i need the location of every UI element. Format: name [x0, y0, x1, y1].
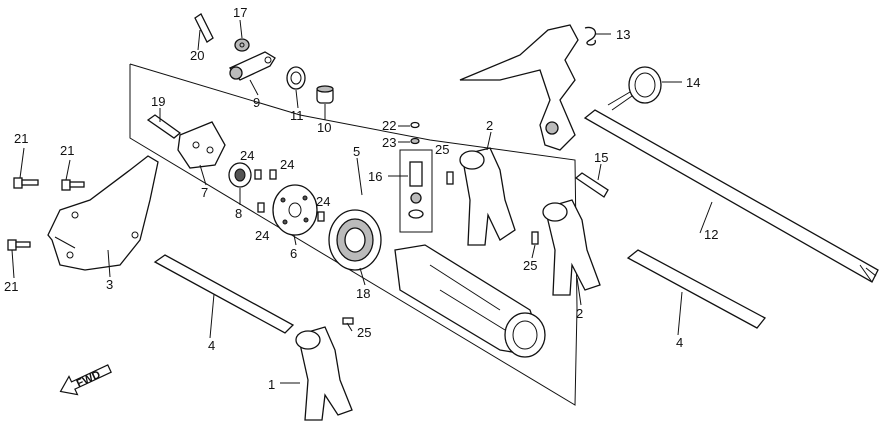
shift-fork-1 [295, 326, 353, 421]
bolt-21b [61, 179, 85, 191]
label-10: 10 [317, 120, 331, 135]
label-24d: 24 [316, 194, 330, 209]
label-21a: 21 [14, 131, 28, 146]
label-24b: 24 [280, 157, 294, 172]
pin-25b [531, 231, 539, 245]
pin-24d [317, 211, 325, 222]
label-21b: 21 [60, 143, 74, 158]
label-24c: 24 [255, 228, 269, 243]
washer-17 [234, 38, 250, 52]
forward-label: FWD [75, 369, 103, 390]
label-19: 19 [151, 94, 165, 109]
stopper-spring [286, 66, 306, 90]
pin-25a [446, 171, 454, 185]
label-7: 7 [201, 185, 208, 200]
leader-lines [11, 19, 713, 384]
label-5: 5 [353, 144, 360, 159]
label-17: 17 [233, 5, 247, 20]
label-20: 20 [190, 48, 204, 63]
label-14: 14 [686, 75, 700, 90]
collar [316, 85, 334, 104]
guide-pin [574, 172, 609, 198]
pin-25c [342, 317, 354, 325]
label-9: 9 [253, 95, 260, 110]
label-15: 15 [594, 150, 608, 165]
bolt-21a [13, 177, 39, 189]
stopper-arm [228, 51, 276, 81]
fork-shaft-right [626, 249, 766, 329]
label-23: 23 [382, 135, 396, 150]
shift-drum [394, 244, 546, 358]
label-3: 3 [106, 277, 113, 292]
shift-fork-2a [459, 147, 516, 246]
label-24a: 24 [240, 148, 254, 163]
gearshift-arm [459, 24, 579, 151]
bolt-20 [194, 13, 214, 43]
pin-24a [254, 169, 262, 180]
label-2b: 2 [576, 306, 583, 321]
label-21c: 21 [4, 279, 18, 294]
label-22: 22 [382, 118, 396, 133]
label-1: 1 [268, 377, 275, 392]
bolt-19 [146, 114, 182, 139]
label-25b: 25 [523, 258, 537, 273]
part-22 [410, 121, 420, 129]
bearing-18 [328, 209, 382, 271]
label-13: 13 [616, 27, 630, 42]
label-8: 8 [235, 206, 242, 221]
pin-24b [269, 169, 277, 180]
label-25a: 25 [435, 142, 449, 157]
label-2a: 2 [486, 118, 493, 133]
label-11: 11 [290, 108, 304, 123]
shift-fork-2b [542, 199, 601, 296]
pin-24c [257, 202, 265, 213]
label-4b: 4 [676, 335, 683, 350]
label-18: 18 [356, 286, 370, 301]
label-12: 12 [704, 227, 718, 242]
neutral-switch-inset [399, 149, 433, 233]
callout-labels: 1 2 2 3 4 4 5 6 7 8 9 10 11 12 13 14 15 … [4, 5, 718, 392]
label-25c: 25 [357, 325, 371, 340]
label-6: 6 [290, 246, 297, 261]
gearshift-spindle [583, 109, 879, 283]
fork-shaft-left [153, 254, 295, 334]
bolt-21c [7, 239, 31, 251]
bracket-plate [47, 155, 159, 271]
cam-plate [272, 184, 318, 236]
return-spring-large [607, 66, 662, 111]
part-23 [410, 137, 420, 145]
forward-arrow-icon: FWD [59, 364, 112, 396]
return-spring-small [584, 26, 597, 46]
guide-plate [177, 121, 226, 169]
bearing-8 [228, 162, 252, 188]
label-16: 16 [368, 169, 382, 184]
label-4a: 4 [208, 338, 215, 353]
